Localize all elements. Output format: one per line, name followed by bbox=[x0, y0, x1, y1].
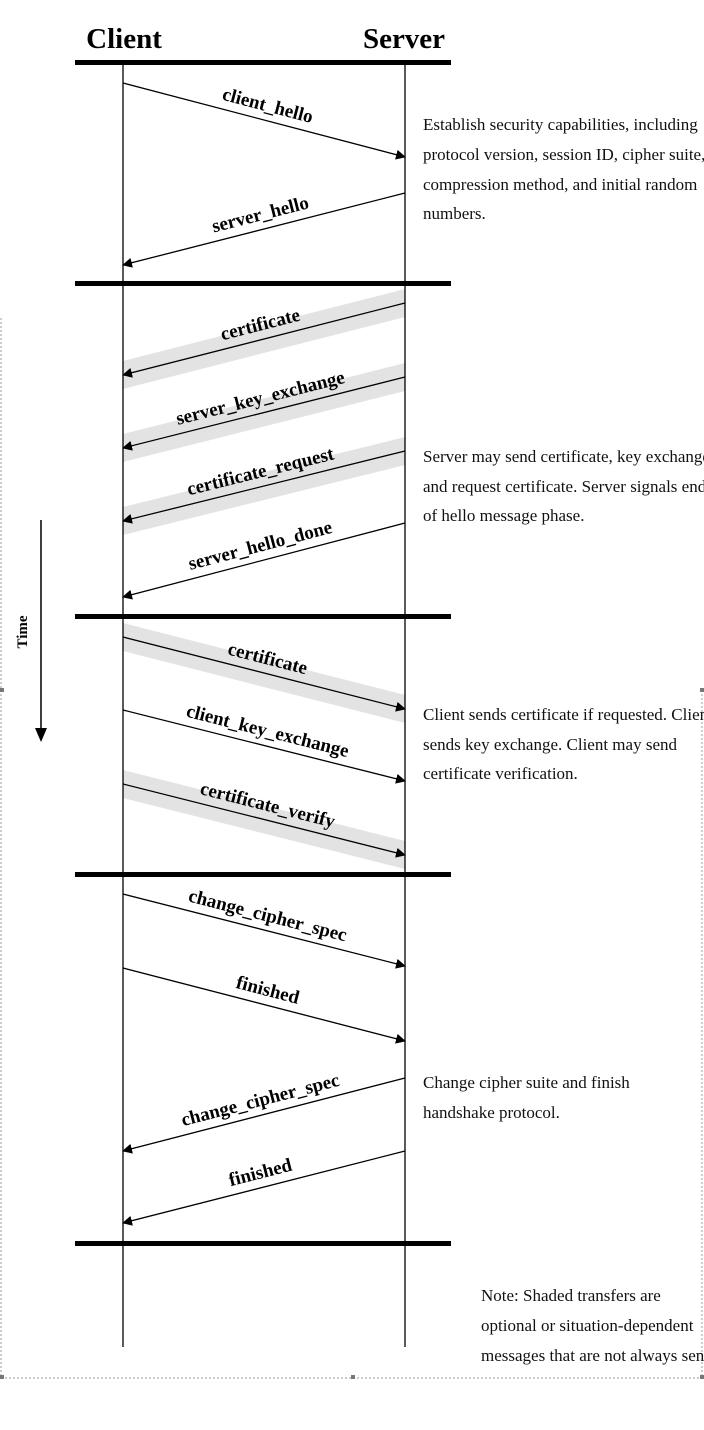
description-line: Server may send certificate, key exchang… bbox=[423, 447, 704, 466]
phase-description-2: Server may send certificate, key exchang… bbox=[423, 447, 704, 525]
message-arrow bbox=[122, 522, 406, 600]
message-arrow bbox=[122, 783, 406, 858]
description-line: compression method, and initial random bbox=[423, 175, 697, 194]
note-line: Note: Shaded transfers are bbox=[481, 1286, 661, 1305]
server-header: Server bbox=[363, 23, 445, 55]
client-header: Client bbox=[86, 23, 162, 55]
message-arrow bbox=[122, 709, 406, 784]
message-arrow bbox=[122, 1077, 406, 1154]
phase-description-3: Client sends certificate if requested. C… bbox=[423, 705, 704, 783]
message-arrow bbox=[122, 192, 406, 268]
shading-note: Note: Shaded transfers are optional or s… bbox=[481, 1286, 704, 1365]
message-label: finished bbox=[234, 972, 302, 1009]
message-arrow bbox=[122, 967, 406, 1044]
description-line: numbers. bbox=[423, 204, 486, 223]
message-label: finished bbox=[227, 1155, 295, 1191]
description-line: Client sends certificate if requested. C… bbox=[423, 705, 704, 724]
description-line: Change cipher suite and finish bbox=[423, 1073, 630, 1092]
dotted-frame bbox=[0, 318, 704, 1379]
message-label: server_hello_done bbox=[186, 517, 334, 575]
message-arrow bbox=[122, 82, 406, 160]
message-arrow bbox=[122, 636, 406, 712]
phase-description-4: Change cipher suite and finish handshake… bbox=[423, 1073, 630, 1122]
time-axis: Time bbox=[15, 520, 47, 742]
note-line: messages that are not always sent. bbox=[481, 1346, 704, 1365]
description-line: Establish security capabilities, includi… bbox=[423, 115, 698, 134]
description-line: handshake protocol. bbox=[423, 1103, 560, 1122]
description-line: and request certificate. Server signals … bbox=[423, 477, 704, 496]
time-arrow-head bbox=[35, 728, 47, 742]
message-arrow bbox=[122, 302, 406, 378]
message-arrow bbox=[122, 450, 406, 524]
phase-separator bbox=[75, 281, 451, 286]
description-line: of hello message phase. bbox=[423, 506, 584, 525]
message-arrow bbox=[122, 893, 406, 969]
message-arrow bbox=[122, 1150, 406, 1226]
phase-separator bbox=[75, 872, 451, 877]
optional-shading bbox=[123, 289, 405, 869]
phase-description-1: Establish security capabilities, includi… bbox=[423, 115, 704, 223]
description-line: protocol version, session ID, cipher sui… bbox=[423, 145, 704, 164]
phase-separators bbox=[75, 60, 451, 1246]
time-label: Time bbox=[15, 615, 31, 648]
phase-separator bbox=[75, 614, 451, 619]
message-arrow bbox=[122, 376, 406, 451]
phase-separator bbox=[75, 1241, 451, 1246]
phase-separator bbox=[75, 60, 451, 65]
note-line: optional or situation-dependent bbox=[481, 1316, 694, 1335]
message-label: server_hello bbox=[210, 193, 311, 238]
description-line: sends key exchange. Client may send bbox=[423, 735, 677, 754]
description-line: certificate verification. bbox=[423, 764, 578, 783]
